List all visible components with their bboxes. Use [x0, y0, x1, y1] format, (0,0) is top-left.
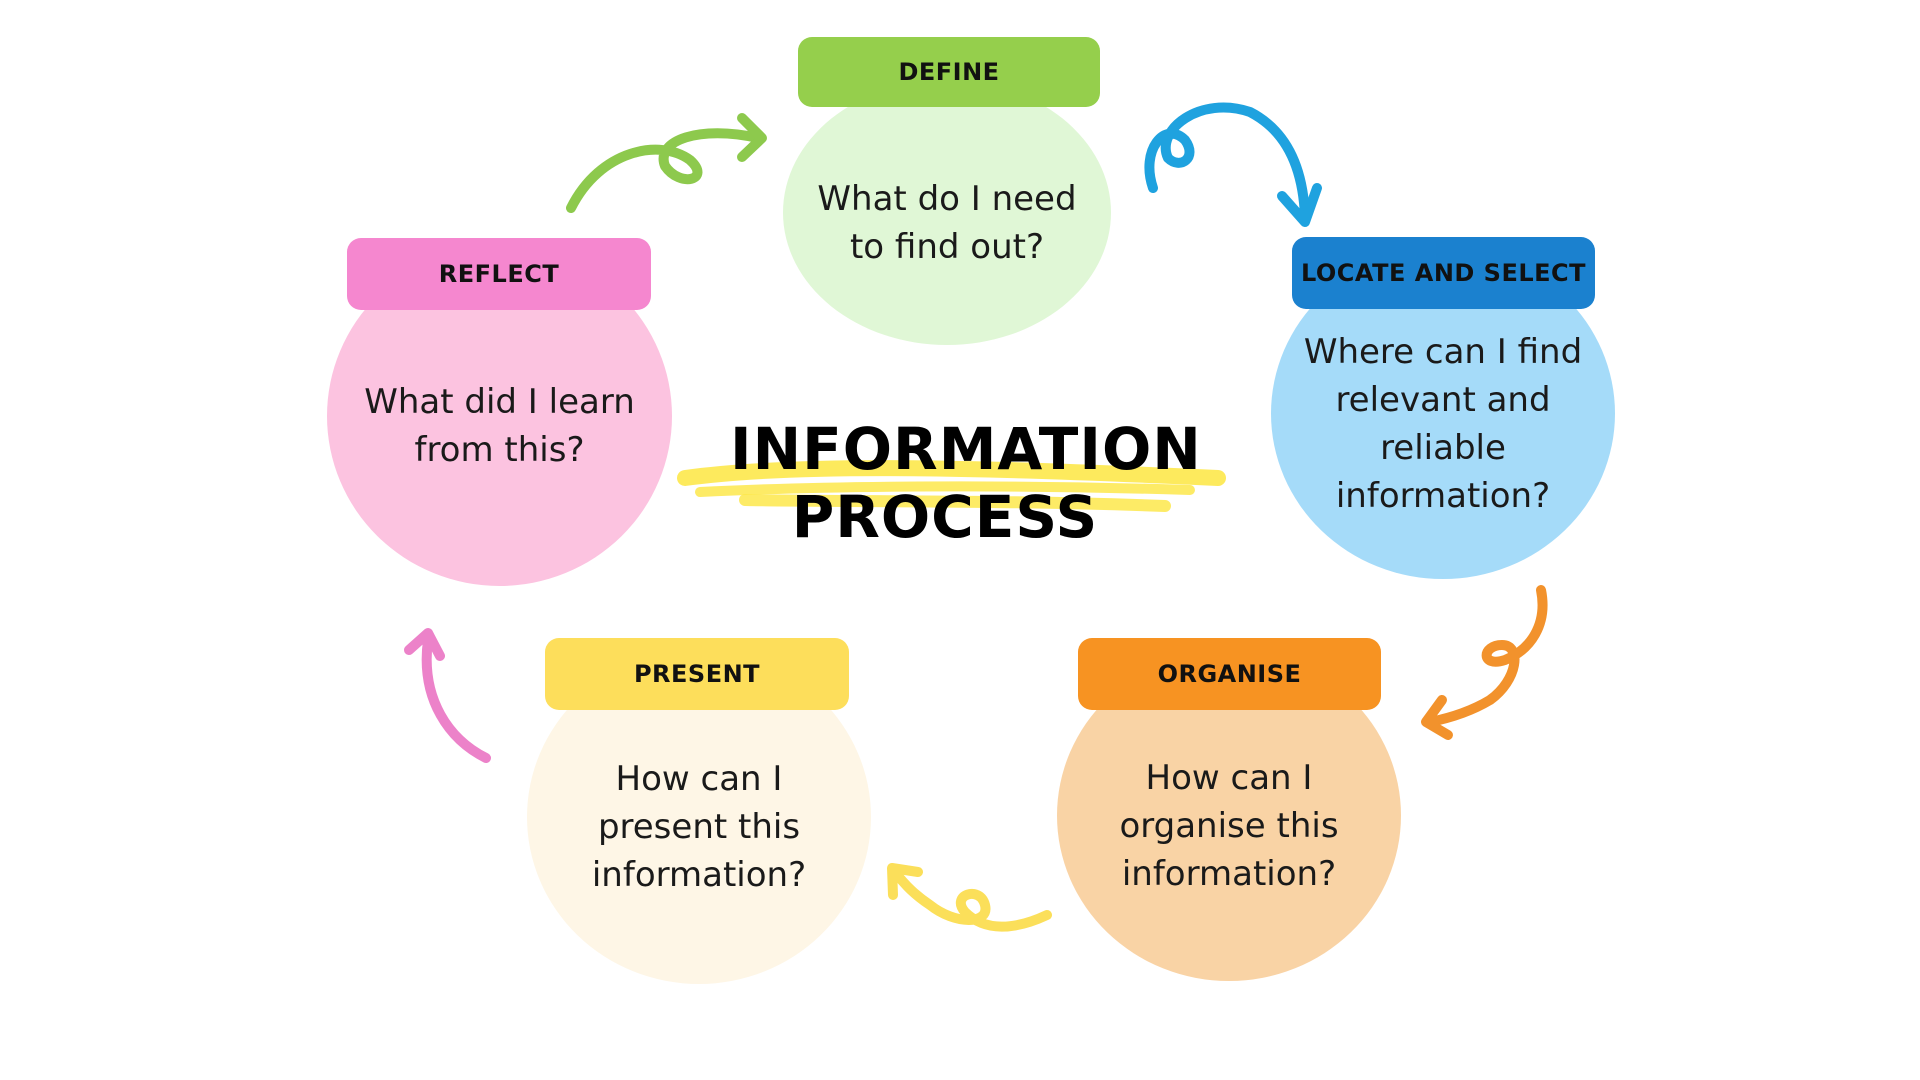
diagram-title-line-1: INFORMATION	[730, 415, 1202, 483]
diagram-title-line-2: PROCESS	[791, 483, 1099, 551]
step-locate-and-select-question: Where can I find relevant and reliable i…	[1303, 331, 1583, 516]
arrow-reflect-to-define	[566, 113, 767, 213]
arrow-present-to-reflect	[404, 628, 491, 763]
step-present-label: PRESENT	[545, 638, 849, 710]
diagram-title: INFORMATION PROCESS	[730, 415, 1202, 551]
arrow-locate-to-organise	[1421, 585, 1548, 740]
step-reflect-question: What did I learn from this?	[364, 382, 635, 470]
step-define-label: DEFINE	[798, 37, 1100, 107]
step-reflect-label: REFLECT	[347, 238, 651, 310]
step-define-circle: What do I need to find out?	[783, 80, 1111, 345]
arrow-define-to-locate	[1144, 102, 1322, 227]
step-locate-and-select-label: LOCATE AND SELECT	[1292, 237, 1595, 309]
step-present-question: How can I present this information?	[591, 759, 807, 895]
step-locate-and-select-circle: Where can I find relevant and reliable i…	[1271, 248, 1615, 579]
step-define-question: What do I need to find out?	[817, 178, 1077, 267]
title-highlight	[677, 460, 1226, 512]
step-organise-question: How can I organise this information?	[1119, 757, 1339, 894]
arrow-organise-to-present	[887, 863, 1052, 932]
step-organise-label: ORGANISE	[1078, 638, 1381, 710]
